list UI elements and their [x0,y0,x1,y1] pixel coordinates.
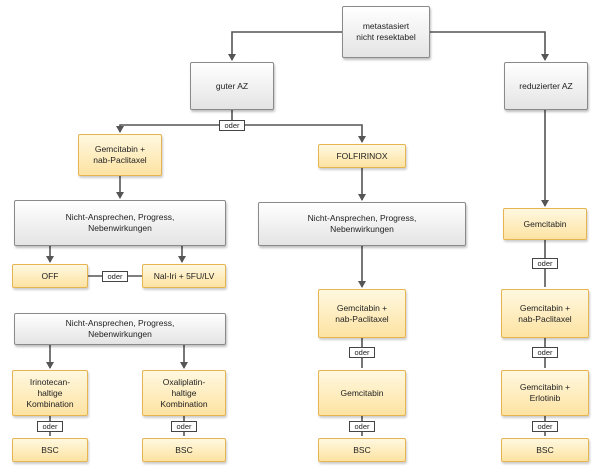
node-nicht-ansprechen-mid: Nicht-Ansprechen, Progress, Nebenwirkung… [258,202,466,246]
node-off: OFF [12,264,88,288]
node-irinotecan-kombination: Irinotecan- haltige Kombination [12,370,88,416]
oder-label-right-1: oder [532,258,558,269]
node-guter-az: guter AZ [190,62,274,110]
oder-label-mid-1: oder [349,347,375,358]
node-nicht-ansprechen-left: Nicht-Ansprechen, Progress, Nebenwirkung… [14,200,226,246]
node-metastasiert: metastasiert nicht resektabel [342,6,430,58]
oder-label-top: oder [219,120,245,131]
oder-label-oxaliplatin-bsc: oder [171,421,197,432]
node-folfirinox: FOLFIRINOX [318,144,406,168]
oder-label-right-2: oder [532,347,558,358]
node-gemcitabin-nab-paclitaxel: Gemcitabin + nab-Paclitaxel [78,134,162,176]
edge-good-gemnab [116,124,232,133]
edge-root-reduced [430,31,549,61]
node-oxaliplatin-kombination: Oxaliplatin- haltige Kombination [142,370,226,416]
node-gemcitabin-mid: Gemcitabin [318,370,406,416]
node-gemcitabin-nab-paclitaxel-right: Gemcitabin + nab-Paclitaxel [501,289,589,338]
node-nal-iri-5fu-lv: Nal-Iri + 5FU/LV [142,264,226,288]
node-gemcitabin-erlotinib: Gemcitabin + Erlotinib [501,370,589,416]
node-bsc-3: BSC [318,438,406,462]
node-reduzierter-az: reduzierter AZ [504,62,588,110]
node-bsc-1: BSC [12,438,88,462]
node-gemcitabin-nab-paclitaxel-mid: Gemcitabin + nab-Paclitaxel [318,289,406,338]
node-nicht-ansprechen-left-2: Nicht-Ansprechen, Progress, Nebenwirkung… [14,313,226,345]
oder-label-mid-2: oder [349,421,375,432]
node-gemcitabin-right: Gemcitabin [503,208,587,240]
node-bsc-4: BSC [501,438,589,462]
oder-label-off-naliri: oder [102,271,128,282]
edge-good-folfirinox [232,124,366,143]
node-bsc-2: BSC [142,438,226,462]
oder-label-right-3: oder [532,421,558,432]
oder-label-irinotecan-bsc: oder [37,421,63,432]
edge-root-good [228,31,342,61]
